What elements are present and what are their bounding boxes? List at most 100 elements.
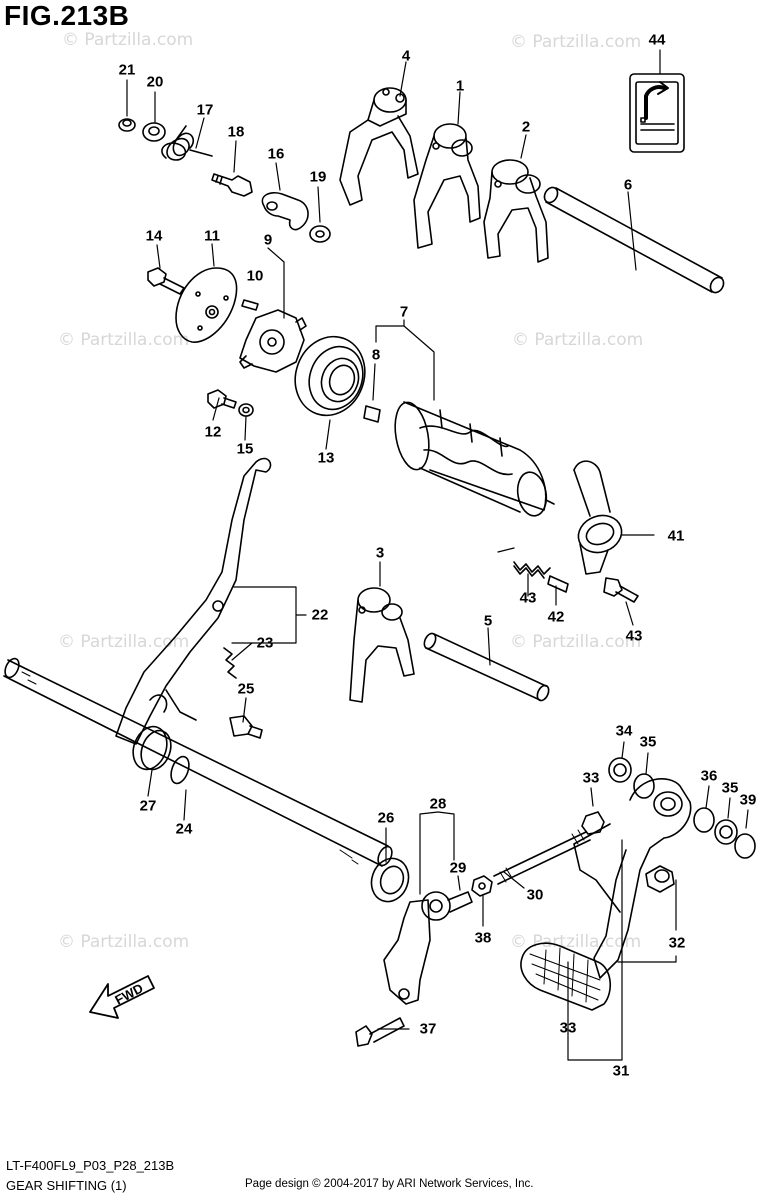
callout-44[interactable]: 44 — [648, 31, 666, 49]
part-19-washer — [309, 225, 331, 243]
part-41-pin — [547, 575, 569, 593]
part-10-pin — [241, 299, 259, 311]
figure-caption: GEAR SHIFTING (1) — [6, 1178, 127, 1193]
callout-13[interactable]: 13 — [317, 449, 335, 467]
callout-10[interactable]: 10 — [246, 267, 264, 285]
page-design-credit: Page design © 2004-2017 by ARI Network S… — [245, 1178, 534, 1190]
watermark: © Partzilla.com — [510, 32, 642, 52]
part-22-shift-arm — [115, 457, 272, 745]
watermark: © Partzilla.com — [58, 932, 190, 952]
callout-36[interactable]: 35 — [639, 733, 657, 751]
callout-35[interactable]: 35 — [721, 779, 739, 797]
callout-16[interactable]: 16 — [267, 145, 285, 163]
part-28-shift-lever — [383, 899, 431, 1005]
callout-26[interactable]: 26 — [377, 809, 395, 827]
callout-17[interactable]: 17 — [196, 101, 214, 119]
callout-32[interactable]: 32 — [668, 934, 686, 952]
callout-15[interactable]: 15 — [236, 440, 254, 458]
watermark: © Partzilla.com — [58, 632, 190, 652]
callout-36[interactable]: 36 — [700, 767, 718, 785]
part-15-washer — [238, 403, 254, 417]
watermark: © Partzilla.com — [510, 632, 642, 652]
part-5-shaft — [423, 632, 550, 702]
part-9-cam — [239, 309, 307, 373]
part-27-spring — [132, 725, 172, 771]
callout-41[interactable]: 42 — [547, 608, 565, 626]
part-29-rod-end — [421, 891, 473, 921]
part-8-pin — [363, 405, 381, 423]
part-11-plate — [175, 267, 238, 343]
callout-3[interactable]: 3 — [375, 544, 385, 562]
callout-33[interactable]: 33 — [559, 1019, 577, 1037]
part-3-shift-fork — [349, 587, 415, 703]
watermark: © Partzilla.com — [512, 330, 644, 350]
part-23-spring — [223, 647, 237, 679]
part-20-washer — [142, 122, 166, 142]
callout-18[interactable]: 18 — [227, 123, 245, 141]
part-16-plate — [261, 191, 309, 231]
watermark: © Partzilla.com — [62, 30, 194, 50]
callout-2[interactable]: 2 — [521, 118, 531, 136]
part-25-bolt — [229, 715, 263, 739]
callout-31[interactable]: 31 — [612, 1062, 630, 1080]
part-34-nut — [581, 811, 605, 835]
callout-28[interactable]: 28 — [429, 795, 447, 813]
callout-34[interactable]: 33 — [582, 769, 600, 787]
part-1-shift-fork — [413, 123, 481, 249]
callout-19[interactable]: 19 — [309, 168, 327, 186]
part-33-pedal-rubber — [520, 942, 611, 1011]
part-36-circlip — [633, 773, 655, 799]
part-24-collar — [170, 755, 190, 785]
part-43-bolt — [603, 577, 639, 603]
callout-6[interactable]: 6 — [623, 176, 633, 194]
callout-8[interactable]: 8 — [371, 346, 381, 364]
callout-4[interactable]: 4 — [401, 47, 411, 65]
leader-lines — [126, 49, 749, 1061]
part-37-bolt — [355, 1017, 405, 1047]
part-13-bearing — [294, 335, 366, 417]
callout-5[interactable]: 5 — [483, 612, 493, 630]
callout-14[interactable]: 14 — [145, 227, 163, 245]
callout-43[interactable]: 43 — [625, 627, 643, 645]
callout-1[interactable]: 1 — [455, 77, 465, 95]
callout-12[interactable]: 12 — [204, 423, 222, 441]
part-35-washer — [714, 819, 738, 845]
callout-23[interactable]: 23 — [256, 634, 274, 652]
part-42-spring — [513, 561, 551, 579]
figure-code: LT-F400FL9_P03_P28_213B — [6, 1158, 175, 1173]
callout-22[interactable]: 22 — [311, 606, 329, 624]
part-14-bolt — [147, 267, 185, 295]
callout-21[interactable]: 21 — [118, 61, 136, 79]
callout-39[interactable]: 39 — [739, 791, 757, 809]
callout-30[interactable]: 30 — [526, 886, 544, 904]
part-44-label — [629, 73, 685, 153]
callout-9[interactable]: 9 — [263, 231, 273, 249]
gearshift-shaft — [3, 657, 393, 867]
part-18-bolt — [211, 173, 253, 197]
part-36-circlip — [693, 807, 715, 833]
figure-title: FIG.213B — [4, 0, 130, 31]
callout-24[interactable]: 24 — [175, 820, 193, 838]
part-7-gearshift-cam — [394, 401, 555, 517]
callout-7[interactable]: 7 — [399, 303, 409, 321]
part-12-bolt — [207, 389, 237, 409]
part-4-shift-fork — [339, 87, 419, 206]
callout-25[interactable]: 25 — [237, 680, 255, 698]
callout-42[interactable]: 43 — [519, 589, 537, 607]
part-35-washer — [608, 757, 632, 783]
callout-11[interactable]: 11 — [204, 227, 220, 245]
callout-20[interactable]: 20 — [146, 73, 164, 91]
part-6-shaft — [543, 186, 725, 294]
callout-38[interactable]: 38 — [474, 929, 492, 947]
callout-27[interactable]: 27 — [139, 797, 157, 815]
watermark: © Partzilla.com — [510, 932, 642, 952]
part-32-bolt — [645, 865, 675, 893]
part-21-washer — [118, 118, 136, 132]
callout-40[interactable]: 41 — [667, 527, 685, 545]
callout-37[interactable]: 37 — [419, 1020, 437, 1038]
callout-29[interactable]: 29 — [449, 859, 467, 877]
part-26-oil-seal — [370, 857, 410, 903]
callout-35[interactable]: 34 — [615, 722, 633, 740]
part-2-shift-fork — [483, 159, 549, 263]
